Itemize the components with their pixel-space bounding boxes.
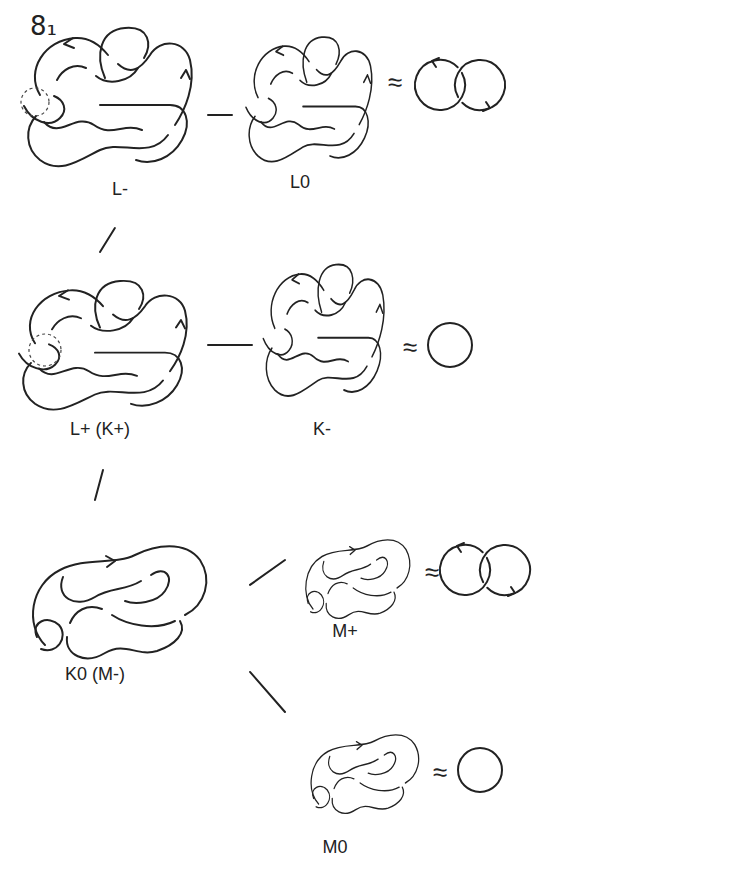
skein-diagram: L- [12,15,208,228]
diagram-label: M0 [322,838,347,858]
skein-diagram: M0 [285,712,425,862]
skein-diagram: M+ [285,520,415,645]
equivalence-sign: ≈ [403,333,417,362]
diagram-label: K- [313,420,331,440]
diagram-label: K0 (M-) [65,665,125,685]
skein-diagram: K0 (M-) [10,500,250,693]
skein-diagram: L+ (K+) [8,252,208,470]
diagram-label: L0 [290,173,310,193]
skein-connector [208,114,232,116]
diagram-label: L+ (K+) [70,420,130,440]
skein-diagram: L0 [232,25,378,200]
equivalence-sign: ≈ [388,68,402,97]
skein-connector [250,672,285,712]
diagram-label: M+ [332,622,358,642]
skein-connector [208,344,252,346]
skein-connector [100,228,115,252]
diagram-label: L- [112,180,128,200]
knot-name: 8₁ [30,12,57,41]
skein-connector [250,560,285,585]
equivalence-sign: ≈ [425,558,439,587]
skein-connector [95,470,103,500]
skein-diagram: K- [252,255,392,445]
equivalence-sign: ≈ [433,758,447,787]
